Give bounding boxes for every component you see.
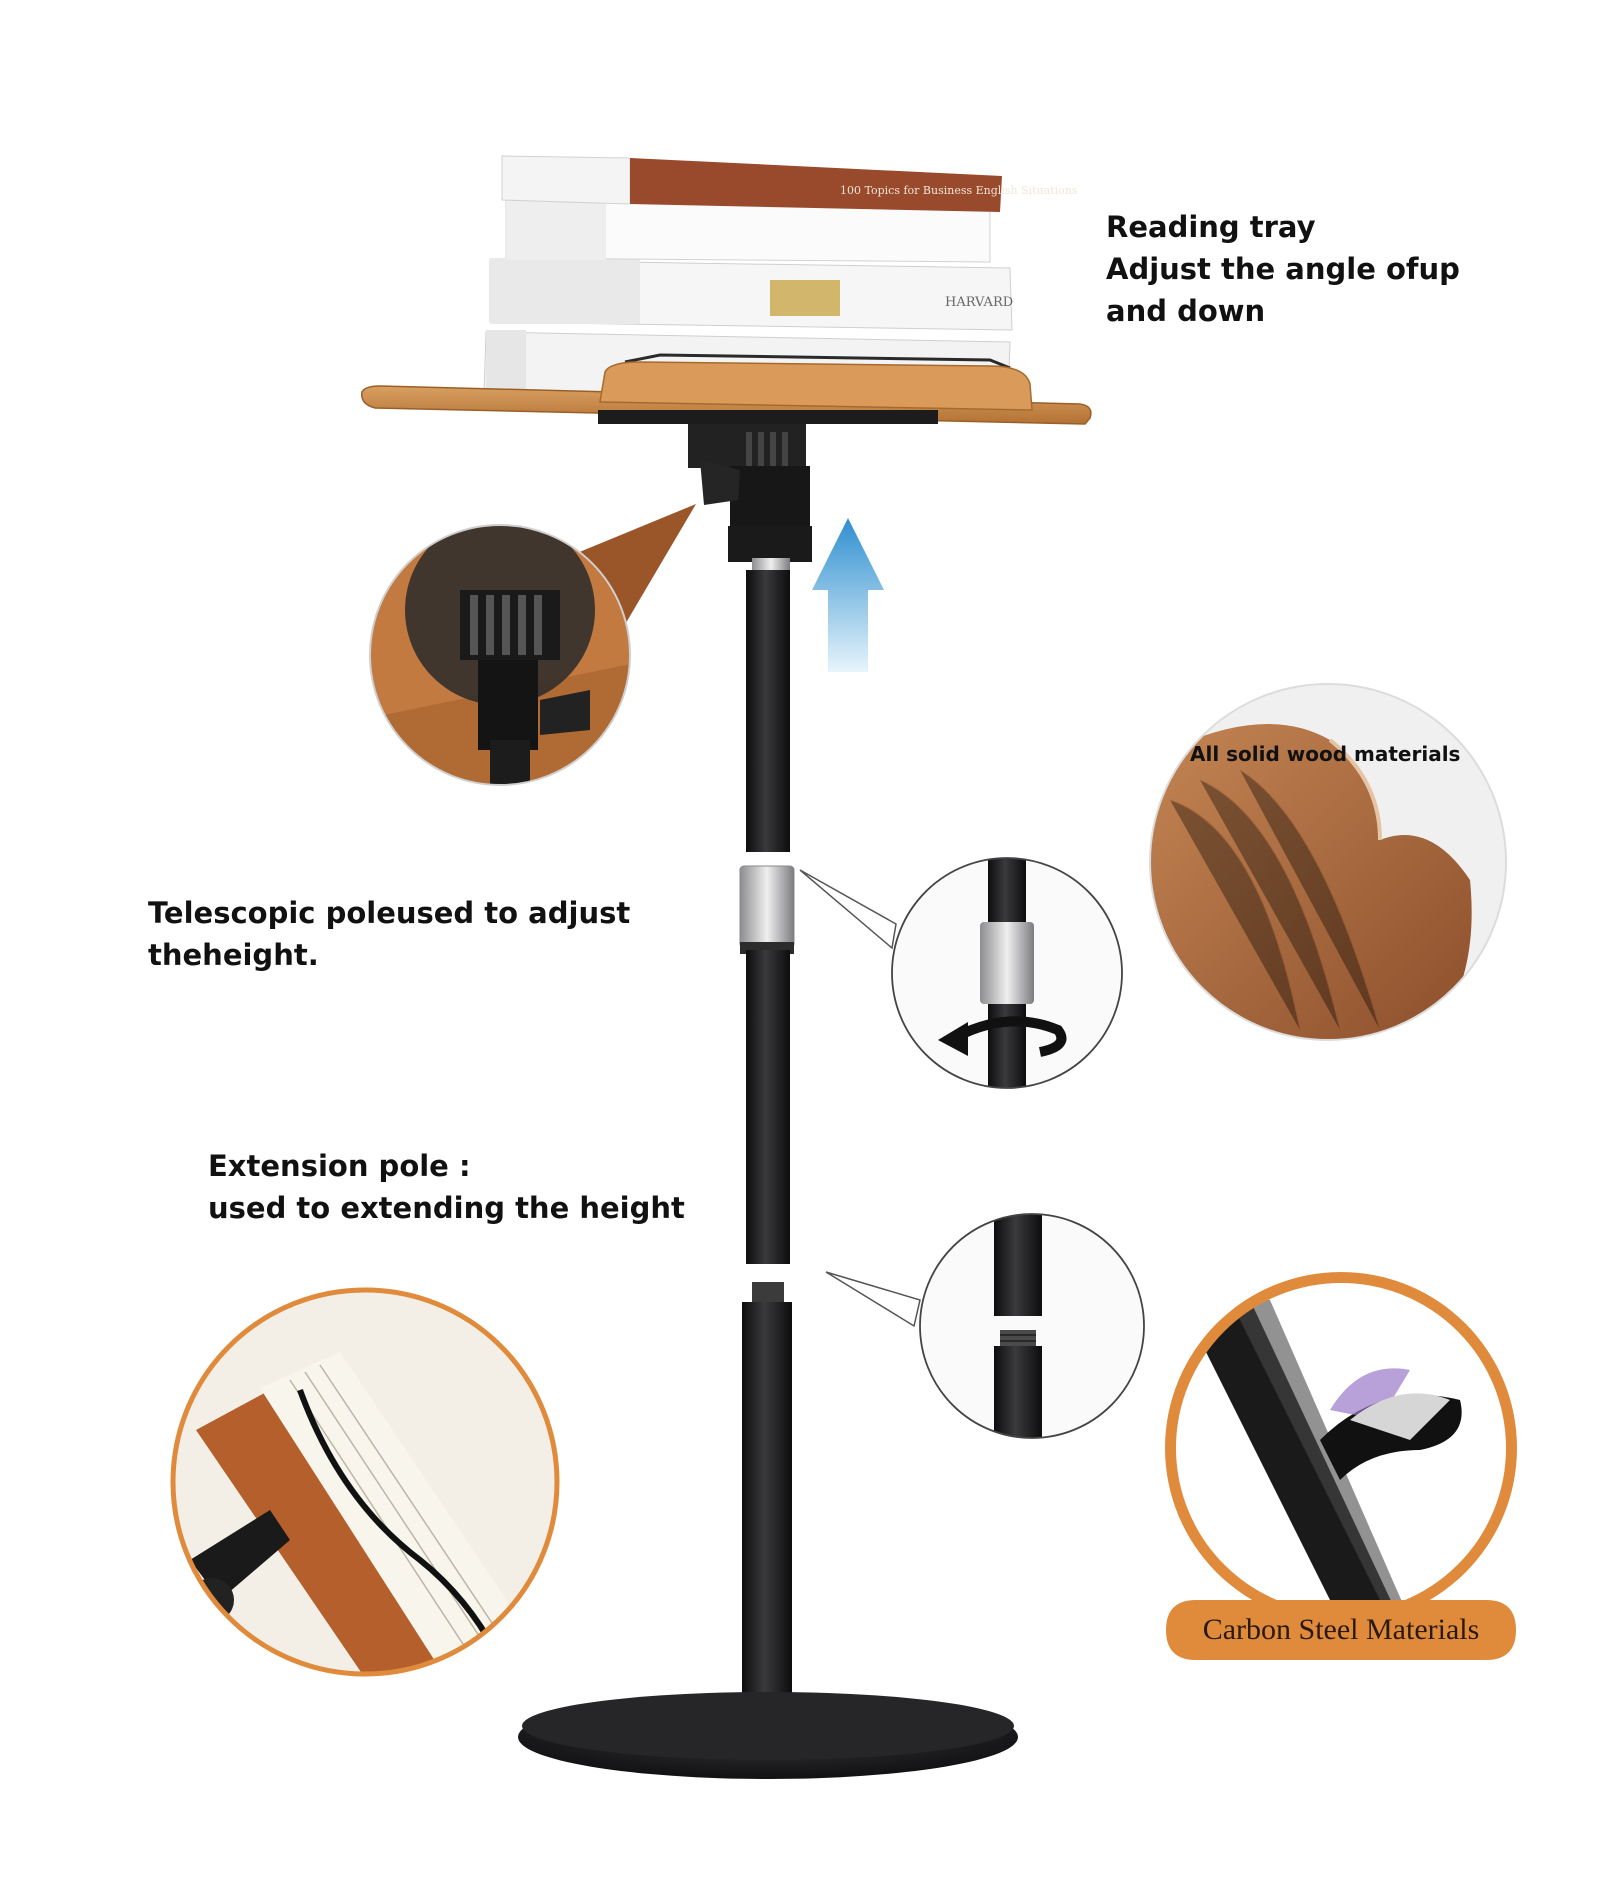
rotate-arrow-icon bbox=[938, 1016, 1067, 1057]
book-spine-third: HARVARD bbox=[945, 295, 1013, 310]
extension-callout-line2: used to extending the height bbox=[208, 1191, 685, 1226]
thread-detail-circle bbox=[825, 1213, 1145, 1439]
telescopic-callout-line1: Telescopic poleused to adjust bbox=[148, 896, 631, 930]
tray-callout-line3: and down bbox=[1106, 294, 1266, 329]
tray-callout-line2: Adjust the angle ofup bbox=[1106, 252, 1460, 287]
tray-callout: Reading tray Adjust the angle ofup and d… bbox=[1106, 206, 1460, 332]
wood-detail-circle bbox=[1149, 683, 1507, 1041]
lower-pole bbox=[742, 1282, 792, 1722]
book-spine-top: 100 Topics for Business English Situatio… bbox=[840, 184, 1078, 197]
book-stack: HARVARD 100 Topics for Business English … bbox=[483, 155, 1078, 399]
telescopic-callout: Telescopic poleused to adjust theheight. bbox=[148, 892, 630, 976]
hinge-detail-circle bbox=[369, 504, 696, 786]
wood-badge-label: All solid wood materials bbox=[1190, 742, 1461, 766]
upper-pole bbox=[746, 570, 790, 852]
extension-callout: Extension pole : used to extending the h… bbox=[208, 1145, 685, 1229]
angle-hinge bbox=[688, 424, 812, 570]
steel-badge-label: Carbon Steel Materials bbox=[1202, 1613, 1480, 1646]
reading-tray bbox=[361, 361, 1092, 425]
round-base bbox=[518, 1692, 1018, 1779]
book-holder-rail bbox=[624, 353, 1011, 370]
extension-callout-line1: Extension pole : bbox=[208, 1149, 471, 1183]
steel-detail-circle bbox=[1165, 1272, 1517, 1660]
telescopic-sleeve bbox=[739, 865, 795, 954]
twist-detail-circle bbox=[799, 857, 1123, 1089]
middle-pole bbox=[746, 950, 790, 1264]
up-arrow-icon bbox=[812, 518, 884, 672]
telescopic-callout-line2: theheight. bbox=[148, 938, 319, 973]
tray-callout-line1: Reading tray bbox=[1106, 210, 1316, 244]
book-clip-detail-circle bbox=[170, 1287, 560, 1677]
